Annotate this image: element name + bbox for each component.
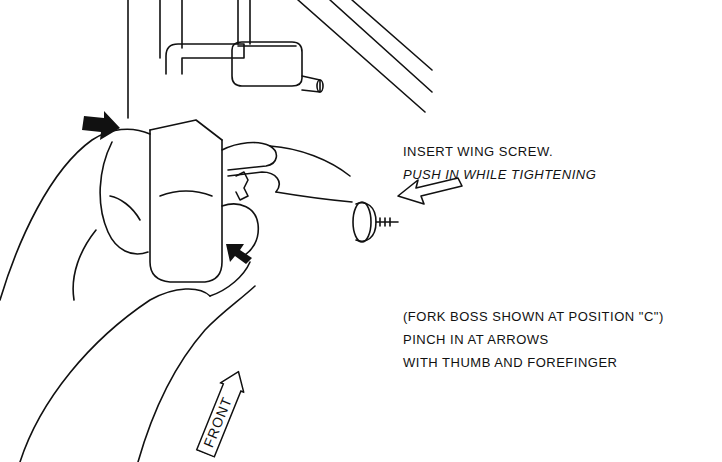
wrist: [20, 289, 210, 462]
fork-boss: [150, 120, 222, 140]
thumb: [110, 196, 140, 220]
arrow-outline: [194, 367, 250, 458]
door-edge: [330, 0, 432, 92]
fork-boss: [160, 191, 212, 196]
frame-line: [127, 0, 129, 118]
wing-screw: [380, 218, 390, 226]
hand: [73, 230, 96, 300]
door-edge: [298, 0, 425, 112]
fitting: [238, 45, 296, 47]
door-edge: [352, 0, 432, 70]
note-text: INSERT WING SCREW.: [403, 144, 553, 160]
wing-screw: [353, 202, 371, 242]
note-text: (FORK BOSS SHOWN AT POSITION "C"): [403, 309, 664, 325]
forefinger: [210, 262, 250, 296]
direction-arrow: FRONT: [193, 365, 252, 459]
frame-line: [237, 0, 239, 44]
note-text: WITH THUMB AND FOREFINGER: [403, 355, 617, 371]
pinch-arrow: [82, 111, 120, 140]
frame-line: [159, 0, 161, 58]
sketch: [0, 0, 462, 462]
fork-boss: [150, 130, 222, 282]
wing-screw: [356, 203, 376, 241]
note-text: PINCH IN AT ARROWS: [403, 332, 549, 348]
direction-label: FRONT: [200, 394, 236, 450]
note-text: PUSH IN WHILE TIGHTENING: [403, 167, 596, 183]
fitting: [232, 42, 302, 86]
thumb: [100, 142, 148, 254]
frame-line: [249, 0, 251, 44]
wrist: [138, 286, 255, 462]
pinch-arrow: [226, 244, 252, 264]
frame-line: [181, 0, 183, 48]
finger: [228, 172, 279, 192]
finger: [276, 192, 352, 202]
pin: [317, 80, 323, 92]
finger: [270, 146, 350, 176]
finger: [222, 143, 276, 170]
hand: [0, 129, 150, 300]
wing-screw: [236, 172, 248, 200]
